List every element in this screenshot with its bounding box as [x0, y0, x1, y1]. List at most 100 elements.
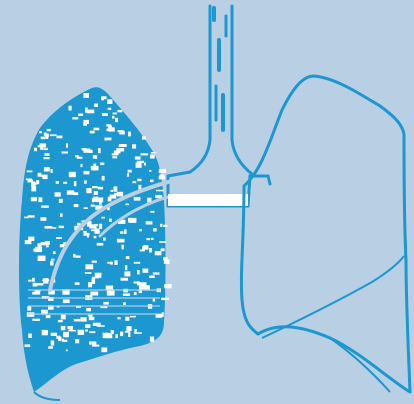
lung-speckle [115, 118, 118, 122]
lung-speckle [162, 312, 164, 317]
lung-speckle [90, 131, 95, 134]
lung-speckle [117, 317, 120, 319]
lung-speckle [153, 272, 160, 274]
lung-speckle [41, 242, 49, 245]
lung-speckle [164, 284, 172, 288]
lung-speckle [51, 259, 55, 261]
lung-speckle [38, 173, 42, 177]
lung-speckle [51, 169, 53, 173]
lung-speckle [28, 280, 32, 282]
lung-speckle [124, 229, 127, 234]
lung-speckle [43, 278, 49, 283]
lung-speckle [39, 197, 43, 202]
lung-speckle [111, 330, 114, 334]
lung-speckle [106, 124, 110, 127]
lung-speckle [92, 186, 98, 188]
lung-speckle [98, 187, 103, 190]
lung-speckle [40, 147, 43, 150]
lung-speckle [63, 299, 70, 303]
lung-speckle [137, 281, 139, 285]
lung-speckle [150, 337, 154, 342]
lung-speckle [93, 155, 97, 159]
lung-speckle [87, 233, 89, 238]
lung-speckle [126, 326, 131, 331]
lung-speckle [74, 181, 77, 186]
lung-speckle [123, 293, 130, 296]
lung-speckle [149, 170, 151, 172]
lung-speckle [82, 149, 86, 151]
lung-speckle [114, 186, 118, 191]
lung-speckle [159, 176, 165, 180]
lung-speckle [46, 315, 51, 318]
lung-speckle [47, 129, 51, 131]
lung-speckle [149, 276, 155, 278]
lung-speckle [128, 170, 132, 173]
lung-speckle [34, 148, 37, 152]
lung-speckle [86, 188, 91, 193]
lung-speckle [83, 231, 87, 233]
bronchial-bar [168, 194, 248, 206]
lung-speckle [128, 132, 131, 137]
lung-speckle [84, 180, 87, 183]
lung-speckle [91, 205, 95, 207]
lung-speckle [50, 261, 53, 266]
lung-speckle [92, 277, 99, 279]
lung-speckle [83, 122, 87, 126]
lung-speckle [94, 191, 98, 195]
lung-speckle [120, 332, 123, 337]
lung-speckle [74, 204, 79, 207]
lung-speckle [101, 96, 104, 100]
lung-speckle [44, 133, 47, 136]
lung-speckle [72, 117, 78, 119]
lung-speckle [111, 190, 114, 192]
lung-speckle [129, 218, 137, 223]
lung-speckle [61, 315, 66, 320]
lung-speckle [81, 164, 83, 167]
lung-speckle [125, 331, 130, 333]
lung-speckle [63, 340, 68, 342]
lung-speckle [93, 197, 98, 202]
lung-speckle [125, 317, 129, 321]
lung-speckle [84, 171, 90, 175]
lung-speckle [43, 175, 48, 180]
lung-speckle [44, 153, 49, 156]
lung-speckle [134, 292, 137, 295]
lung-speckle [117, 239, 125, 243]
lung-speckle [134, 329, 137, 334]
lung-speckle [42, 330, 48, 335]
lung-speckle [60, 213, 63, 217]
lung-speckle [85, 272, 92, 274]
lung-speckle [77, 157, 83, 159]
lung-speckle [56, 181, 59, 184]
lung-speckle [44, 157, 50, 159]
lung-speckle [150, 154, 155, 158]
lung-speckle [89, 341, 96, 344]
lung-speckle [85, 108, 88, 113]
lung-speckle [156, 190, 164, 192]
lung-speckle [32, 278, 35, 282]
lung-speckle [141, 153, 149, 155]
lung-speckle [137, 179, 141, 182]
lung-speckle [155, 251, 162, 255]
lung-speckle [153, 228, 157, 231]
lung-speckle [130, 316, 136, 318]
lung-speckle [94, 128, 100, 131]
lung-speckle [119, 144, 127, 147]
lung-speckle [110, 262, 113, 265]
lung-speckle [73, 192, 78, 195]
lung-speckle [124, 271, 130, 276]
lung-speckle [107, 99, 112, 104]
lung-speckle [33, 283, 38, 287]
lung-speckle [122, 245, 124, 250]
lung-speckle [112, 156, 117, 158]
lung-speckle [69, 172, 76, 177]
lung-speckle [26, 179, 32, 181]
lung-speckle [62, 152, 69, 154]
lung-speckle [92, 261, 97, 263]
lung-speckle [69, 328, 72, 331]
lung-speckle [69, 106, 72, 111]
lung-speckle [83, 93, 89, 98]
lung-speckle [112, 153, 119, 155]
lung-speckle [78, 114, 83, 117]
lung-speckle [63, 332, 69, 337]
